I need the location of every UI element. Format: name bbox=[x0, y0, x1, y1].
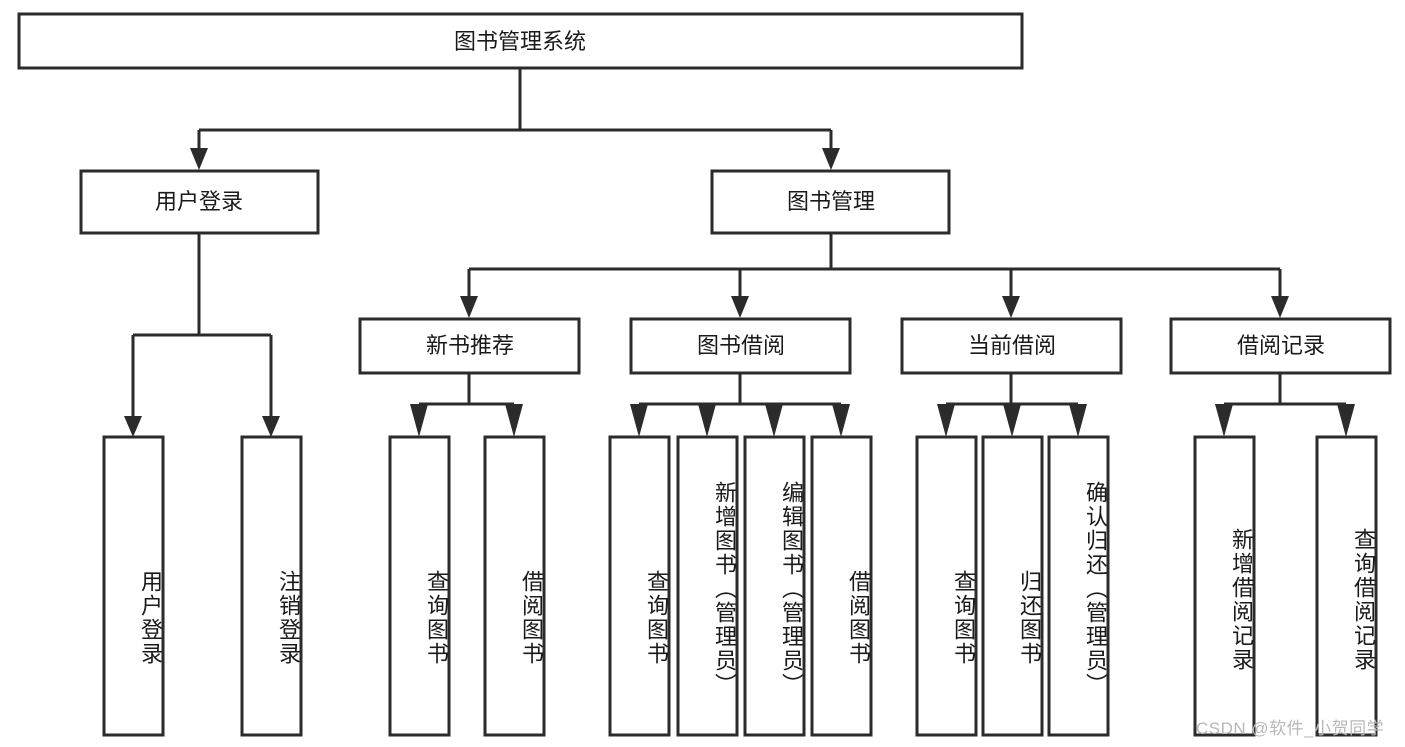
csdn-watermark: CSDN @软件_小贺同学 bbox=[1196, 719, 1385, 738]
leaf-box-user-login[interactable] bbox=[102, 435, 165, 737]
node-root[interactable]: 图书管理系统 bbox=[17, 12, 1024, 70]
arrow-nbr-leaf-2 bbox=[505, 404, 523, 437]
arrow-root-book-manage bbox=[822, 148, 840, 170]
node-book-manage-box[interactable] bbox=[710, 169, 951, 235]
leaf-label-return-book: 归还图书 bbox=[1017, 570, 1042, 666]
arrow-bm-book-borrow bbox=[731, 296, 749, 318]
arrow-user-login-leaf-1 bbox=[124, 416, 142, 437]
leaf-box-edit-book[interactable] bbox=[743, 435, 806, 737]
arrow-bb-leaf-4 bbox=[832, 404, 850, 437]
arrow-br-leaf-1 bbox=[1215, 404, 1233, 437]
connector-new-book-rec-to-leaves bbox=[410, 373, 523, 437]
node-current-borrow-box[interactable] bbox=[900, 317, 1123, 375]
node-new-book-rec-box[interactable] bbox=[358, 317, 581, 375]
node-book-borrow[interactable]: 图书借阅 bbox=[629, 317, 852, 375]
leaf-label-add-record: 新增借阅记录 bbox=[1229, 528, 1254, 672]
connector-borrow-record-to-leaves bbox=[1215, 373, 1355, 437]
leaf-box-query-book-1[interactable] bbox=[388, 435, 451, 737]
connector-book-borrow-to-leaves bbox=[630, 373, 850, 437]
leaf-label-query-book-3: 查询图书 bbox=[951, 570, 976, 666]
leaf-box-query-book-3[interactable] bbox=[915, 435, 978, 737]
arrow-bm-new-book-rec bbox=[460, 296, 478, 318]
node-root-box[interactable] bbox=[17, 12, 1024, 70]
arrow-cb-leaf-2 bbox=[1003, 404, 1021, 437]
node-user-login-box[interactable] bbox=[79, 169, 320, 235]
leaf-label-user-login: 用户登录 bbox=[138, 570, 163, 666]
leaf-box-confirm-return[interactable] bbox=[1047, 435, 1110, 737]
leaf-box-query-book-2[interactable] bbox=[608, 435, 671, 737]
leaf-label-confirm-return: 确认归还（管理员） bbox=[1083, 481, 1108, 697]
leaf-box-add-book[interactable] bbox=[676, 435, 739, 737]
arrow-br-leaf-2 bbox=[1337, 404, 1355, 437]
node-user-login[interactable]: 用户登录 bbox=[79, 169, 320, 235]
leaf-box-logout[interactable] bbox=[240, 435, 303, 737]
leaf-label-edit-book: 编辑图书（管理员） bbox=[779, 481, 804, 697]
arrow-cb-leaf-3 bbox=[1069, 404, 1087, 437]
connector-book-manage-to-level3 bbox=[460, 233, 1289, 318]
leaf-label-query-record: 查询借阅记录 bbox=[1351, 528, 1376, 672]
node-current-borrow-label: 当前借阅 bbox=[968, 333, 1056, 358]
leaf-label-add-book: 新增图书（管理员） bbox=[712, 481, 737, 697]
node-new-book-rec[interactable]: 新书推荐 bbox=[358, 317, 581, 375]
node-current-borrow[interactable]: 当前借阅 bbox=[900, 317, 1123, 375]
leaf-boxes bbox=[102, 435, 1378, 737]
arrow-cb-leaf-1 bbox=[937, 404, 955, 437]
leaf-label-borrow-book-1: 借阅图书 bbox=[519, 570, 544, 666]
arrow-bb-leaf-3 bbox=[765, 404, 783, 437]
leaf-box-borrow-book-2[interactable] bbox=[810, 435, 873, 737]
leaf-label-borrow-book-2: 借阅图书 bbox=[846, 570, 871, 666]
node-borrow-record-label: 借阅记录 bbox=[1237, 333, 1325, 358]
leaf-box-query-record[interactable] bbox=[1315, 435, 1378, 737]
leaf-label-query-book-1: 查询图书 bbox=[424, 570, 449, 666]
node-root-label: 图书管理系统 bbox=[454, 29, 586, 54]
arrow-bb-leaf-1 bbox=[630, 404, 648, 437]
arrow-bb-leaf-2 bbox=[698, 404, 716, 437]
node-new-book-rec-label: 新书推荐 bbox=[426, 333, 514, 358]
arrow-root-user-login bbox=[190, 148, 208, 170]
connector-user-login-to-leaves bbox=[124, 233, 280, 437]
leaf-box-return-book[interactable] bbox=[981, 435, 1044, 737]
arrow-bm-borrow-record bbox=[1271, 296, 1289, 318]
connector-current-borrow-to-leaves bbox=[937, 373, 1087, 437]
node-book-manage[interactable]: 图书管理 bbox=[710, 169, 951, 235]
connector-root-to-level2 bbox=[190, 68, 840, 170]
node-book-borrow-box[interactable] bbox=[629, 317, 852, 375]
node-book-borrow-label: 图书借阅 bbox=[697, 333, 785, 358]
node-book-manage-label: 图书管理 bbox=[787, 189, 875, 214]
node-user-login-label: 用户登录 bbox=[155, 189, 243, 214]
arrow-bm-current-borrow bbox=[1002, 296, 1020, 318]
leaf-label-logout: 注销登录 bbox=[276, 570, 301, 666]
leaf-label-query-book-2: 查询图书 bbox=[644, 570, 669, 666]
leaf-box-add-record[interactable] bbox=[1193, 435, 1256, 737]
node-borrow-record-box[interactable] bbox=[1169, 317, 1392, 375]
node-borrow-record[interactable]: 借阅记录 bbox=[1169, 317, 1392, 375]
arrow-user-login-leaf-2 bbox=[262, 416, 280, 437]
leaf-box-borrow-book-1[interactable] bbox=[483, 435, 546, 737]
arrow-nbr-leaf-1 bbox=[410, 404, 428, 437]
